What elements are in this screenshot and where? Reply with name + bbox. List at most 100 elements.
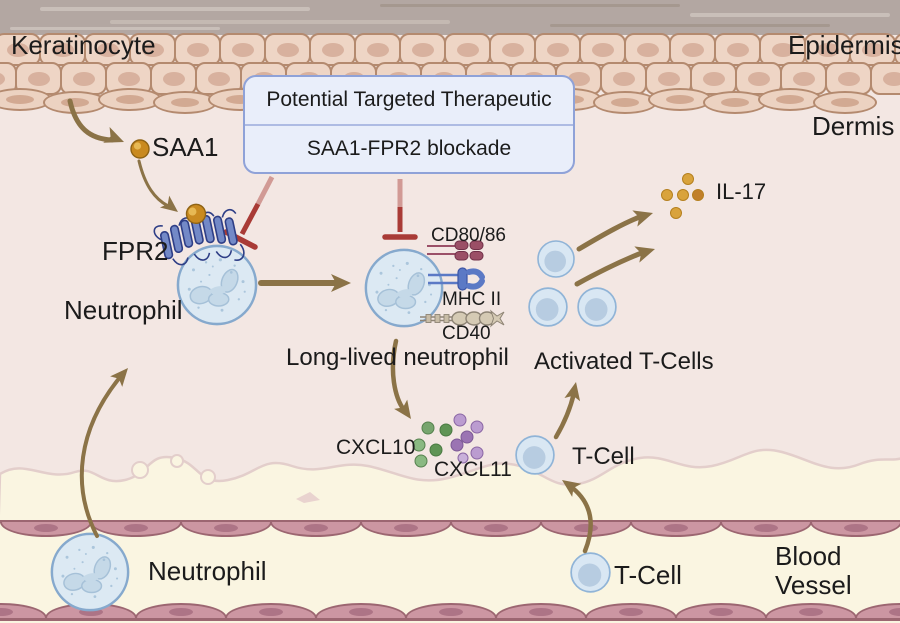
vessel-wall-bottom xyxy=(0,602,900,623)
keratinocyte-cell-nucleus xyxy=(96,42,119,57)
fpr2-receptor xyxy=(153,203,245,266)
endothelial-cell-nucleus xyxy=(0,608,13,616)
keratinocyte-cell-nucleus xyxy=(636,42,659,57)
endothelial-cell-nucleus xyxy=(394,524,418,532)
blood-vessel-label: Blood Vessel xyxy=(775,541,852,601)
dermis-label: Dermis xyxy=(812,111,895,141)
epidermis-label: Epidermis xyxy=(788,30,900,60)
cd80-86-marker xyxy=(427,240,484,261)
keratinocyte-basal-cell-nucleus xyxy=(61,98,89,107)
keratinocyte-cell-nucleus xyxy=(231,42,254,57)
keratinocyte-basal-cell-nucleus xyxy=(226,95,254,104)
keratinocyte-basal-cell-nucleus xyxy=(171,98,199,107)
keratinocyte-cell-nucleus xyxy=(411,42,434,57)
endothelial-cell-nucleus xyxy=(349,608,373,616)
keratinocyte-cell-nucleus xyxy=(771,42,794,57)
keratinocyte-cell-nucleus xyxy=(51,42,74,57)
keratinocyte-label: Keratinocyte xyxy=(11,30,156,60)
arrowheads xyxy=(103,127,655,497)
arrow-vessel-neutrophil-to-dermis xyxy=(79,374,123,538)
cd40-label: CD40 xyxy=(442,323,491,344)
keratinocyte-cell-nucleus xyxy=(162,71,185,86)
corneum-streak xyxy=(380,4,680,7)
cxcl11-purple-dots xyxy=(450,413,484,464)
arrow-vessel-tcell-to-dermis xyxy=(567,483,593,554)
keratinocyte-basal-cell xyxy=(813,91,877,114)
vessel-wall-bottom-line xyxy=(0,618,900,621)
keratinocyte-basal-cell-nucleus xyxy=(776,95,804,104)
keratinocyte-cell-nucleus xyxy=(861,42,884,57)
blood-vessel-label-line2: Vessel xyxy=(775,570,852,601)
neutrophil-vessel-label: Neutrophil xyxy=(148,556,267,586)
keratinocyte-cell-nucleus xyxy=(816,42,839,57)
endothelial-cell-nucleus xyxy=(889,608,900,616)
keratinocyte-cell xyxy=(870,62,900,95)
keratinocyte-cell-nucleus xyxy=(207,71,230,86)
keratinocyte-cell xyxy=(600,62,647,95)
keratinocyte-cell-nucleus xyxy=(792,71,815,86)
mhc2-label: MHC II xyxy=(442,289,502,310)
fpr2-label: FPR2 xyxy=(102,236,169,266)
endothelial-cell-nucleus xyxy=(79,608,103,616)
keratinocyte-cell-nucleus xyxy=(6,42,29,57)
tcell-vessel-label: T-Cell xyxy=(614,560,682,590)
keratinocyte-basal-cell xyxy=(593,91,657,114)
keratinocyte-cell-nucleus xyxy=(27,71,50,86)
mhc2-marker xyxy=(428,267,485,291)
keratinocyte-cell xyxy=(174,33,221,66)
endothelial-cell-nucleus xyxy=(304,524,328,532)
endothelial-cell-nucleus xyxy=(799,608,823,616)
keratinocyte-cell-nucleus xyxy=(321,42,344,57)
endothelial-cell-nucleus xyxy=(574,524,598,532)
keratinocyte-cell-nucleus xyxy=(456,42,479,57)
arrow-keratinocyte-to-saa1 xyxy=(67,98,115,143)
keratinocyte-cell-nucleus xyxy=(837,71,860,86)
keratinocyte-cell-nucleus xyxy=(117,71,140,86)
therapeutic-box-subtitle: SAA1-FPR2 blockade xyxy=(306,136,512,160)
endothelial-cell-nucleus xyxy=(664,524,688,532)
keratinocyte-cell xyxy=(129,33,176,66)
endothelial-cell-nucleus xyxy=(439,608,463,616)
keratinocyte-cell-nucleus xyxy=(726,42,749,57)
keratinocyte-basal-cell-nucleus xyxy=(666,95,694,104)
cxcl10-label: CXCL10 xyxy=(336,436,416,459)
saa1-label: SAA1 xyxy=(152,132,219,162)
activated-tcells-label: Activated T-Cells xyxy=(534,348,714,375)
corneum-streak xyxy=(40,7,310,11)
arrow-tcell-to-activated xyxy=(553,390,577,440)
keratinocyte-cell-nucleus xyxy=(501,42,524,57)
keratinocyte-basal-cell-nucleus xyxy=(116,95,144,104)
il17-label: IL-17 xyxy=(716,179,767,204)
endothelial-cell-nucleus xyxy=(34,524,58,532)
il17-dots xyxy=(661,173,704,219)
keratinocyte-basal-cell-nucleus xyxy=(611,98,639,107)
therapeutic-box-divider xyxy=(245,123,573,126)
cd80-86-label: CD80/86 xyxy=(431,225,506,246)
corneum-streak xyxy=(550,24,830,27)
endothelial-cell-nucleus xyxy=(484,524,508,532)
blockade-lines xyxy=(223,175,418,250)
keratinocyte-cell-nucleus xyxy=(186,42,209,57)
keratinocyte-cell-nucleus xyxy=(72,71,95,86)
keratinocyte-basal-cell-nucleus xyxy=(721,98,749,107)
keratinocyte-cell-nucleus xyxy=(657,71,680,86)
endothelial-cell-nucleus xyxy=(259,608,283,616)
endothelial-cell-nucleus xyxy=(214,524,238,532)
tcell-dermis-label: T-Cell xyxy=(572,443,635,470)
saa1-dot xyxy=(130,139,150,159)
endothelial-cell-nucleus xyxy=(619,608,643,616)
arrow-saa1-to-neutrophil xyxy=(137,159,170,208)
corneum-streak xyxy=(10,27,220,30)
endothelial-cell-nucleus xyxy=(709,608,733,616)
keratinocyte-cell-nucleus xyxy=(546,42,569,57)
keratinocyte-cell-nucleus xyxy=(141,42,164,57)
therapeutic-box: Potential Targeted Therapeutic SAA1-FPR2… xyxy=(243,75,575,174)
corneum-streak xyxy=(110,20,450,24)
endothelial-cell-nucleus xyxy=(844,524,868,532)
keratinocyte-cell xyxy=(534,33,581,66)
keratinocyte-cell-nucleus xyxy=(0,71,5,86)
keratinocyte-basal-cell-nucleus xyxy=(831,98,859,107)
